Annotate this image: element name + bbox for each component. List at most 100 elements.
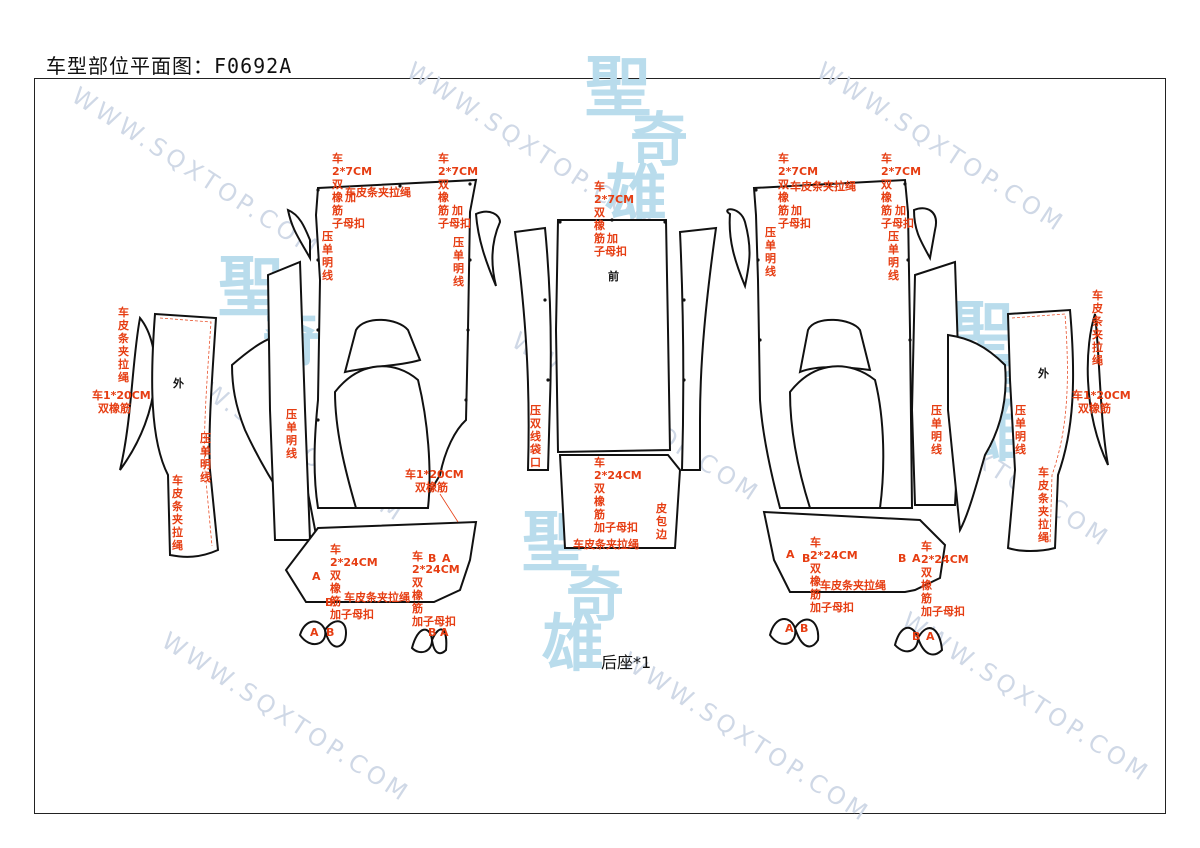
svg-text:A: A bbox=[310, 626, 319, 639]
svg-text:线: 线 bbox=[322, 268, 333, 282]
svg-text:B: B bbox=[802, 552, 810, 565]
svg-text:明: 明 bbox=[322, 256, 333, 269]
svg-text:明: 明 bbox=[200, 458, 211, 471]
svg-text:车: 车 bbox=[594, 455, 605, 469]
left-headrest-caps bbox=[298, 620, 448, 655]
right-outer-side-panel bbox=[1006, 308, 1075, 552]
svg-text:车: 车 bbox=[172, 473, 183, 487]
svg-text:子母扣: 子母扣 bbox=[778, 216, 811, 230]
svg-text:A: A bbox=[312, 570, 321, 583]
svg-text:明: 明 bbox=[888, 256, 899, 269]
label-right-leather-rope: 车皮条夹拉绳 bbox=[790, 179, 856, 193]
svg-text:夹: 夹 bbox=[118, 344, 129, 358]
svg-text:压: 压 bbox=[286, 407, 297, 421]
svg-text:车: 车 bbox=[881, 151, 892, 165]
svg-text:明: 明 bbox=[1015, 430, 1026, 443]
label-left-side-rope: 车皮条夹拉绳 bbox=[171, 473, 184, 552]
watermark-brand: 雄 bbox=[542, 607, 604, 680]
svg-text:车: 车 bbox=[330, 542, 341, 556]
svg-text:橡: 橡 bbox=[810, 574, 821, 588]
svg-text:2*24CM: 2*24CM bbox=[810, 549, 858, 562]
svg-text:橡: 橡 bbox=[778, 190, 789, 204]
svg-text:皮: 皮 bbox=[171, 486, 183, 500]
label-left-cushion-b: 车 2*24CM 双 橡 筋 加子母扣 bbox=[411, 549, 460, 628]
svg-text:双: 双 bbox=[810, 562, 821, 575]
svg-text:压: 压 bbox=[453, 235, 464, 249]
right-left-wing bbox=[726, 208, 751, 290]
svg-text:边: 边 bbox=[655, 527, 668, 541]
watermark-brand: 奇 bbox=[630, 106, 688, 174]
svg-text:车: 车 bbox=[412, 549, 423, 563]
svg-text:橡: 橡 bbox=[921, 578, 932, 592]
svg-text:橡: 橡 bbox=[881, 190, 892, 204]
svg-text:筋: 筋 bbox=[880, 203, 892, 217]
diagram-caption: 后座*1 bbox=[601, 653, 651, 672]
label-right-side-rope: 车皮条夹拉绳 bbox=[1037, 465, 1050, 544]
svg-text:绳: 绳 bbox=[118, 370, 129, 384]
svg-text:线: 线 bbox=[530, 429, 541, 443]
svg-text:双: 双 bbox=[594, 206, 605, 219]
svg-text:条: 条 bbox=[171, 499, 184, 513]
svg-text:筋: 筋 bbox=[437, 203, 449, 217]
svg-text:双: 双 bbox=[778, 178, 789, 191]
svg-text:双: 双 bbox=[881, 178, 892, 191]
label-right-top-left: 车 2*7CM 双 橡 筋 子母扣 加 bbox=[777, 151, 818, 230]
svg-text:车: 车 bbox=[921, 539, 932, 553]
label-left-crescent-rope: 车皮条夹拉绳 bbox=[117, 305, 130, 384]
label-right-che20: 车1*20CM bbox=[1072, 388, 1131, 402]
svg-text:皮: 皮 bbox=[117, 318, 129, 332]
svg-text:加子母扣: 加子母扣 bbox=[329, 607, 374, 621]
svg-text:车: 车 bbox=[1092, 288, 1103, 302]
svg-text:车: 车 bbox=[438, 151, 449, 165]
label-left-double-rubber: 双橡筋 bbox=[98, 401, 131, 415]
svg-text:单: 单 bbox=[322, 242, 333, 256]
svg-text:筋: 筋 bbox=[331, 203, 343, 217]
label-right-outer: 外 bbox=[1037, 366, 1049, 380]
label-center-rope: 车皮条夹拉绳 bbox=[573, 537, 639, 551]
svg-text:双: 双 bbox=[412, 576, 423, 589]
svg-text:明: 明 bbox=[286, 434, 297, 447]
svg-text:线: 线 bbox=[286, 446, 297, 460]
label-left-che20: 车1*20CM bbox=[92, 388, 151, 402]
svg-text:车: 车 bbox=[810, 535, 821, 549]
svg-text:A: A bbox=[912, 552, 921, 565]
label-left-cushion-rubber: 双橡筋 bbox=[415, 480, 448, 494]
center-right-strip bbox=[678, 226, 718, 471]
svg-text:压: 压 bbox=[322, 229, 333, 243]
svg-text:子母扣: 子母扣 bbox=[594, 244, 627, 258]
svg-text:夹: 夹 bbox=[1092, 327, 1103, 341]
svg-text:加: 加 bbox=[451, 203, 463, 217]
svg-text:条: 条 bbox=[1037, 491, 1050, 505]
svg-text:绳: 绳 bbox=[1038, 530, 1049, 544]
svg-text:加子母扣: 加子母扣 bbox=[411, 614, 456, 628]
svg-text:压: 压 bbox=[1015, 403, 1026, 417]
left-seat-back-top-panel bbox=[313, 178, 478, 509]
svg-text:车: 车 bbox=[594, 179, 605, 193]
label-center-cushion: 车 2*24CM 双 橡 筋 加子母扣 bbox=[593, 455, 642, 534]
right-side-panel-crescent bbox=[1086, 313, 1109, 466]
label-right-cushion-b: 车 2*24CM 双 橡 筋 加子母扣 bbox=[920, 539, 969, 618]
label-right-cushion-a: 车 2*24CM 双 橡 筋 加子母扣 bbox=[809, 535, 858, 614]
svg-text:橡: 橡 bbox=[594, 218, 605, 232]
right-seat-back-top-panel bbox=[752, 178, 914, 509]
svg-text:橡: 橡 bbox=[438, 190, 449, 204]
svg-text:橡: 橡 bbox=[332, 190, 343, 204]
svg-text:车: 车 bbox=[118, 305, 129, 319]
svg-text:双: 双 bbox=[330, 569, 341, 582]
svg-text:B: B bbox=[428, 552, 436, 565]
label-right-cushion-rope: 车皮条夹拉绳 bbox=[820, 578, 886, 592]
svg-text:单: 单 bbox=[453, 248, 464, 262]
label-left-cushion-che20: 车1*20CM bbox=[405, 467, 464, 481]
label-left-top-left: 车 2*7CM 双 橡 筋 子母扣 加 bbox=[331, 151, 372, 230]
svg-text:A: A bbox=[442, 552, 451, 565]
svg-text:口: 口 bbox=[530, 456, 541, 469]
svg-text:线: 线 bbox=[1015, 442, 1026, 456]
svg-text:条: 条 bbox=[1091, 314, 1104, 328]
svg-text:压: 压 bbox=[888, 229, 899, 243]
svg-text:加: 加 bbox=[344, 190, 356, 204]
svg-text:B: B bbox=[912, 630, 920, 643]
